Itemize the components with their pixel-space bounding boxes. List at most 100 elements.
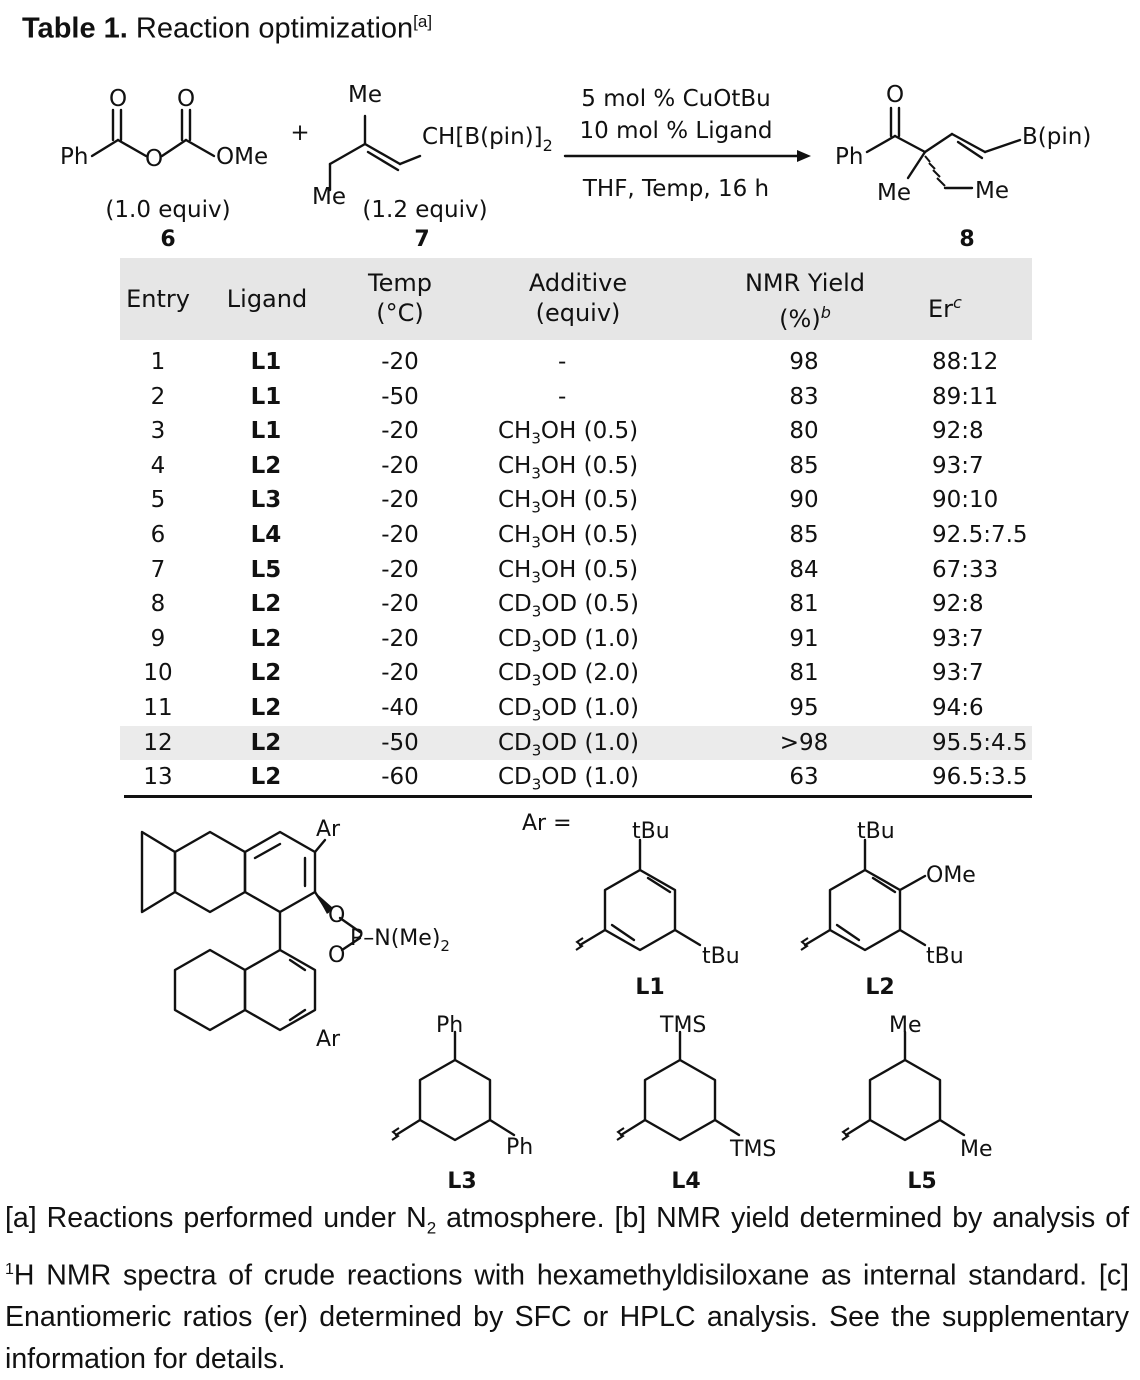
ketone-o: O bbox=[886, 82, 904, 108]
cell-ligand: L5 bbox=[250, 556, 282, 583]
cell-ligand: L2 bbox=[250, 660, 282, 687]
cell-ligand: L2 bbox=[250, 695, 282, 721]
ar-equals-label: Ar = bbox=[522, 811, 572, 836]
compound-number-6: 6 bbox=[160, 227, 175, 252]
cell-ligand: L1 bbox=[250, 418, 282, 445]
cell-ligand: L3 bbox=[250, 487, 282, 514]
cell-entry: 12 bbox=[143, 729, 173, 756]
cell-yield: 98 bbox=[789, 349, 819, 375]
cell-yield: 81 bbox=[789, 591, 819, 618]
cell-additive: - bbox=[558, 349, 567, 375]
cell-additive: CH3OH (0.5) bbox=[498, 487, 639, 517]
cell-entry: 6 bbox=[150, 522, 166, 548]
phenyl-label-6: Ph bbox=[60, 144, 88, 170]
header-er: Erc bbox=[928, 293, 962, 323]
cell-temp: -50 bbox=[381, 729, 419, 756]
table-caption: Reaction optimization bbox=[135, 12, 414, 45]
cell-entry: 13 bbox=[143, 764, 173, 791]
cell-temp: -20 bbox=[381, 660, 419, 687]
binol-ar-bottom: Ar bbox=[316, 1027, 341, 1052]
cell-entry: 11 bbox=[143, 695, 173, 721]
cell-ligand: L2 bbox=[250, 591, 282, 618]
cell-er: 90:10 bbox=[932, 487, 999, 514]
cell-entry: 1 bbox=[150, 349, 166, 375]
table-row: 1 L1 -20 - 98 88:12 bbox=[120, 345, 1032, 379]
header-ligand: Ligand bbox=[226, 285, 308, 313]
cell-er: 93:7 bbox=[932, 625, 984, 652]
cell-entry: 7 bbox=[150, 556, 166, 583]
reagent6-equiv: (1.0 equiv) bbox=[105, 197, 230, 223]
cell-additive: CH3OH (0.5) bbox=[498, 522, 639, 552]
cell-entry: 10 bbox=[143, 660, 173, 687]
table-bottom-rule bbox=[124, 795, 1032, 798]
cell-additive: CD3OD (1.0) bbox=[498, 695, 639, 725]
methyl-label-8: Me bbox=[877, 180, 911, 206]
l3-ph-right: Ph bbox=[506, 1135, 533, 1160]
cell-entry: 5 bbox=[150, 487, 166, 514]
cell-temp: -20 bbox=[381, 487, 419, 514]
carbonyl-o-2: O bbox=[177, 86, 195, 112]
cell-temp: -50 bbox=[381, 383, 419, 410]
cell-er: 88:12 bbox=[932, 349, 999, 375]
binol-ar-top: Ar bbox=[316, 817, 341, 842]
cell-ligand: L2 bbox=[250, 729, 282, 756]
table-title: Table 1. Reaction optimization[a] bbox=[22, 12, 432, 46]
binol-o-top: O bbox=[328, 903, 345, 928]
cell-yield: 63 bbox=[789, 764, 819, 791]
cell-temp: -20 bbox=[381, 591, 419, 618]
l1-tbu-top: tBu bbox=[632, 819, 670, 844]
cell-yield: 83 bbox=[789, 383, 819, 410]
l2-tbu-right: tBu bbox=[926, 944, 964, 969]
cell-yield: 85 bbox=[789, 452, 819, 479]
cell-ligand: L1 bbox=[250, 349, 282, 375]
cell-additive: CD3OD (2.0) bbox=[498, 660, 639, 690]
l2-tbu-top: tBu bbox=[857, 819, 895, 844]
bpin-label: B(pin) bbox=[1022, 124, 1091, 150]
ligand-structures: Ar Ar O O P–N(Me)2 Ar = tBu tBu tBu OMe … bbox=[140, 811, 993, 1194]
ligand-label-l1: L1 bbox=[635, 975, 664, 1000]
compound-number-8: 8 bbox=[959, 227, 974, 252]
ligand-label-l5: L5 bbox=[907, 1169, 936, 1194]
header-additive: Additive(equiv) bbox=[528, 269, 628, 327]
l5-me-right: Me bbox=[960, 1137, 993, 1162]
cell-er: 95.5:4.5 bbox=[932, 729, 1028, 756]
bridging-o: O bbox=[145, 146, 163, 172]
cell-entry: 8 bbox=[150, 591, 166, 618]
cell-entry: 4 bbox=[150, 452, 166, 479]
cell-additive: CH3OH (0.5) bbox=[498, 556, 639, 587]
cell-ligand: L2 bbox=[250, 764, 282, 791]
cell-temp: -20 bbox=[381, 452, 419, 479]
cell-er: 92:8 bbox=[932, 418, 984, 445]
diboryl-label: CH[B(pin)]2 bbox=[422, 124, 553, 155]
l1-tbu-right: tBu bbox=[702, 944, 740, 969]
cell-er: 93:7 bbox=[932, 660, 984, 687]
cell-temp: -20 bbox=[381, 349, 419, 375]
ligand-label-l4: L4 bbox=[671, 1169, 700, 1194]
cell-er: 89:11 bbox=[932, 383, 999, 410]
methyl-label-top: Me bbox=[348, 82, 382, 108]
cell-entry: 3 bbox=[150, 418, 166, 445]
cell-yield: 91 bbox=[789, 625, 819, 652]
reaction-scheme: O O Ph O OMe + Me CH[B(pin)]2 Me O Ph Me… bbox=[60, 82, 1091, 252]
cell-yield: 85 bbox=[789, 522, 819, 548]
cell-yield: 84 bbox=[789, 556, 819, 583]
cell-er: 96.5:3.5 bbox=[932, 764, 1028, 791]
cell-temp: -20 bbox=[381, 556, 419, 583]
table-footnote: [a] Reactions performed under N2 atmosph… bbox=[5, 1202, 1129, 1375]
methyl-label-bottom: Me bbox=[312, 184, 346, 210]
phenyl-label-8: Ph bbox=[835, 144, 863, 170]
cell-yield: 80 bbox=[789, 418, 819, 445]
condition-catalyst: 5 mol % CuOtBu bbox=[581, 86, 770, 112]
cell-ligand: L2 bbox=[250, 452, 282, 479]
phosphoramidite-group: P–N(Me)2 bbox=[350, 926, 450, 955]
